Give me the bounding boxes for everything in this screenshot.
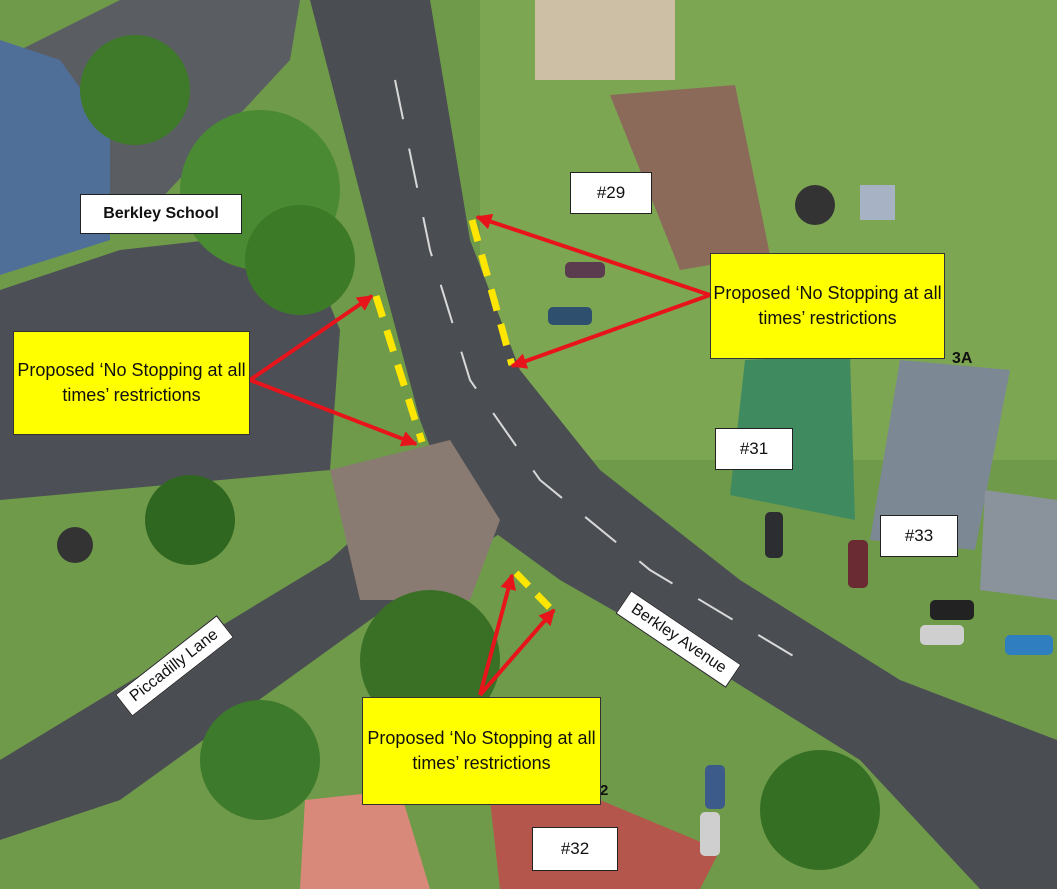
- berkley-avenue-road: [310, 0, 1057, 889]
- house-29-label: #29: [570, 172, 652, 214]
- trampoline: [57, 527, 93, 563]
- car: [765, 512, 783, 558]
- arrow-bottom-left: [478, 573, 517, 696]
- callout-bottom: Proposed ‘No Stopping at all times’ rest…: [362, 697, 601, 805]
- restriction-line-left: [372, 294, 426, 444]
- house-2-label: 2: [600, 782, 609, 799]
- house-32-label: #32: [532, 827, 618, 871]
- car: [548, 307, 592, 325]
- tree: [145, 475, 235, 565]
- house-roof: [980, 490, 1057, 600]
- road-center-line: [394, 79, 801, 661]
- car: [705, 765, 725, 809]
- house-roof-bottom: [300, 790, 430, 889]
- arrow-right-upper: [475, 213, 711, 297]
- arrow-left-lower: [249, 378, 418, 447]
- arrow-left-upper: [248, 294, 374, 382]
- house-29-roof: [610, 85, 770, 270]
- house-27-roof: [535, 0, 675, 80]
- arrow-bottom-right: [478, 608, 556, 697]
- house-31-label: #31: [715, 428, 793, 470]
- callout-left: Proposed ‘No Stopping at all times’ rest…: [13, 331, 250, 435]
- car: [930, 600, 974, 620]
- arrow-right-lower: [510, 293, 711, 369]
- car: [1005, 635, 1053, 655]
- tree: [245, 205, 355, 315]
- intersection-paving: [330, 440, 500, 600]
- shed-roof: [860, 185, 895, 220]
- car: [848, 540, 868, 588]
- trampoline: [795, 185, 835, 225]
- arrows: [248, 213, 711, 697]
- car: [700, 812, 720, 856]
- house-33-roof: [870, 360, 1010, 550]
- car: [565, 262, 605, 278]
- tree: [80, 35, 190, 145]
- school-label: Berkley School: [80, 194, 242, 234]
- house-33-label: #33: [880, 515, 958, 557]
- restriction-line-bottom: [513, 570, 555, 613]
- car: [920, 625, 964, 645]
- restriction-line-right: [468, 219, 516, 366]
- tree: [760, 750, 880, 870]
- tree: [360, 590, 500, 730]
- tree: [200, 700, 320, 820]
- callout-right: Proposed ‘No Stopping at all times’ rest…: [710, 253, 945, 359]
- house-3a-label: 3A: [952, 350, 973, 367]
